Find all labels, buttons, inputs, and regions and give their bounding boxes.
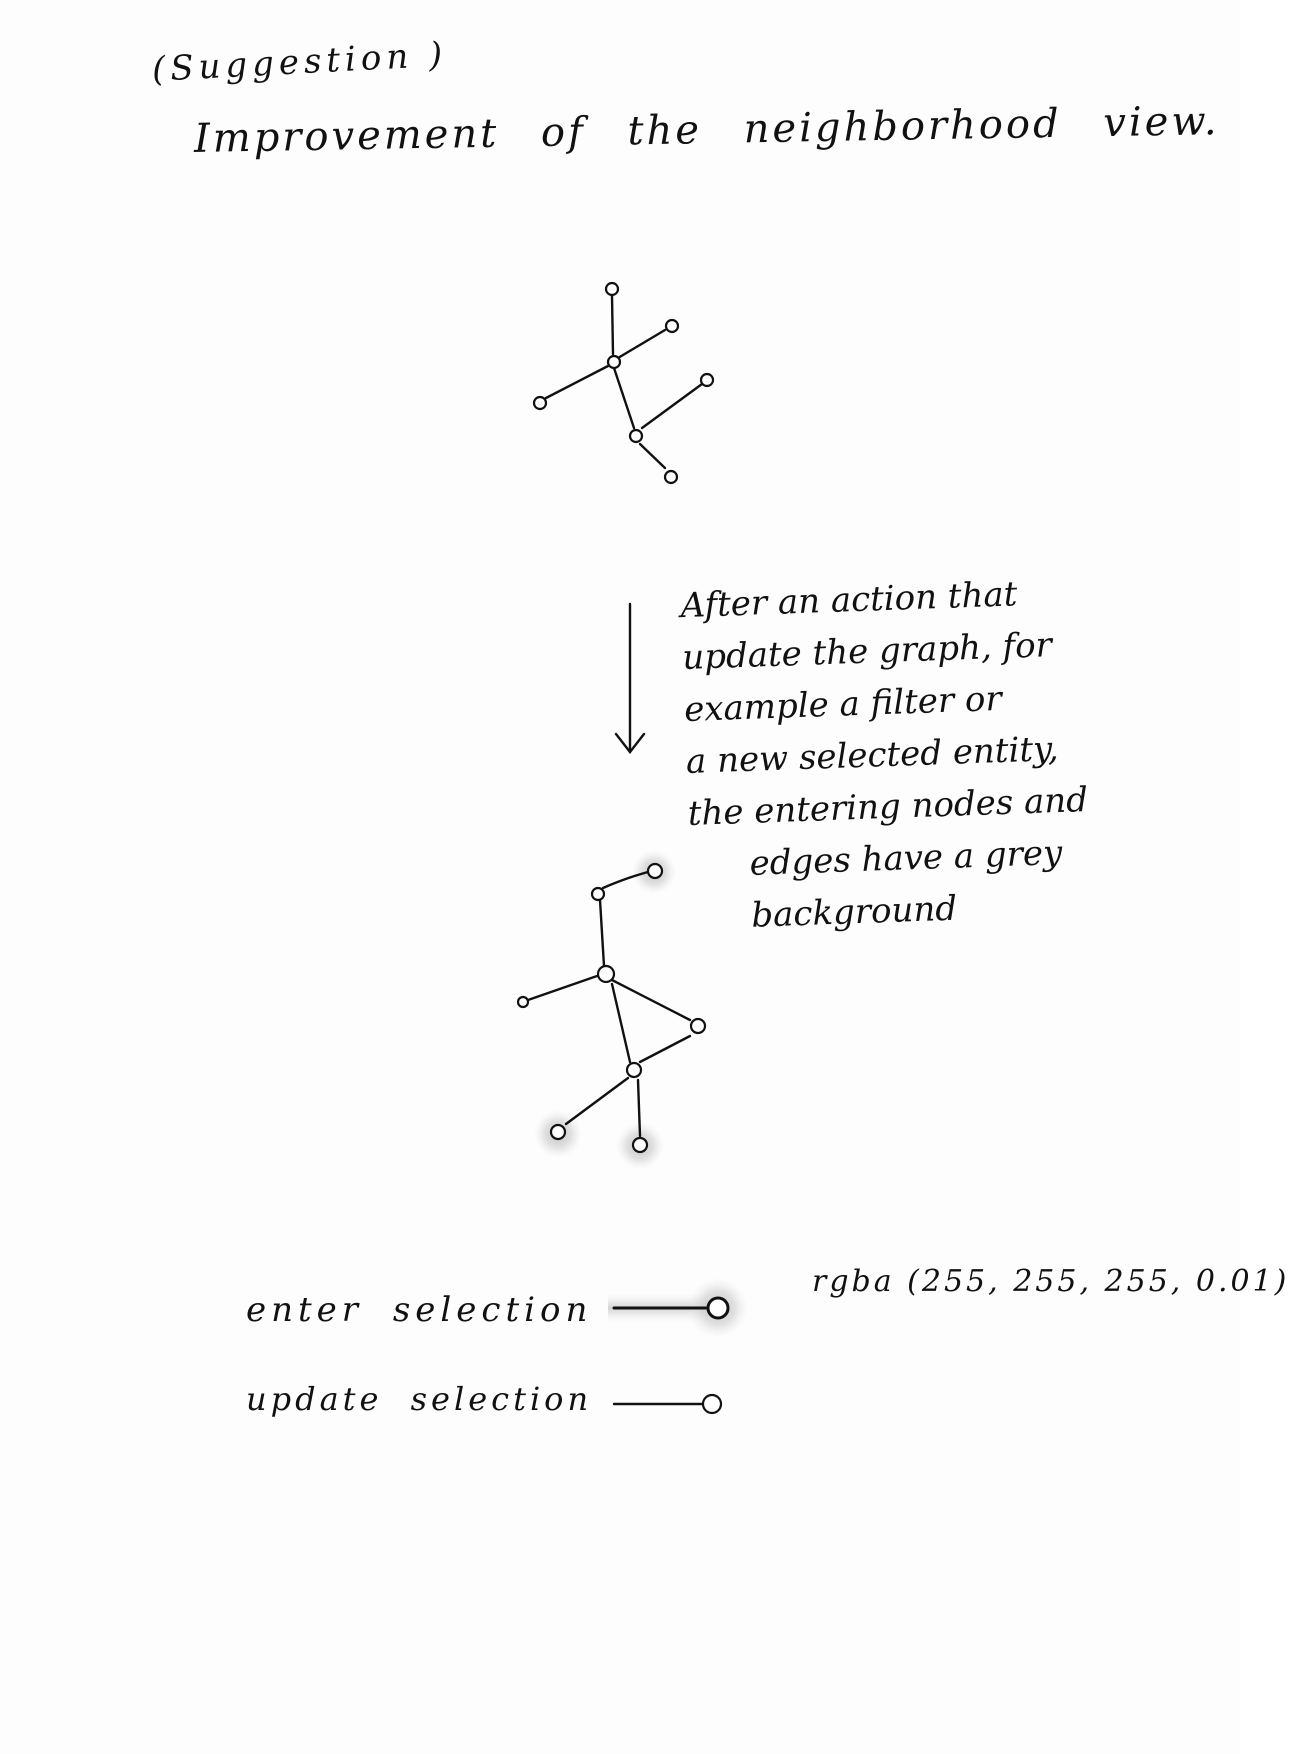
- update-selection-sample: [612, 1393, 723, 1415]
- graph-node: [663, 469, 679, 485]
- edge: [638, 1034, 692, 1064]
- graph-node-entering: [631, 1136, 649, 1154]
- edge: [640, 382, 704, 430]
- edge: [544, 364, 610, 400]
- enter-color-label: rgba (255, 255, 255, 0.01): [812, 1264, 1289, 1299]
- graph-node-entering: [646, 862, 664, 880]
- edge: [610, 978, 692, 1022]
- edge: [612, 366, 636, 430]
- graph-node: [689, 1017, 707, 1035]
- graph-node-entering: [549, 1123, 567, 1141]
- graph-node: [606, 354, 622, 370]
- edge: [638, 442, 667, 470]
- graph-node: [532, 395, 548, 411]
- graph-node: [664, 318, 680, 334]
- annotation-note: After an action that update the graph, f…: [680, 565, 1132, 944]
- graph-node: [625, 1061, 643, 1079]
- edge: [636, 1078, 642, 1138]
- graph-node: [516, 995, 530, 1009]
- edge: [616, 328, 667, 360]
- graph-after: [516, 850, 707, 1170]
- graph-node: [590, 886, 606, 902]
- edge: [526, 974, 599, 1002]
- edge: [598, 898, 606, 968]
- sketch-page: (Suggestion ) Improvement of the neighbo…: [150, 34, 1287, 1418]
- edge: [601, 870, 650, 890]
- graph-node: [604, 281, 620, 297]
- graph-before: [532, 281, 715, 485]
- graph-node: [596, 964, 616, 984]
- graph-node: [628, 428, 644, 444]
- enter-selection-sample: [608, 1278, 748, 1338]
- edge: [610, 294, 615, 356]
- update-selection-label: update selection: [246, 1380, 593, 1418]
- down-arrow-icon: [614, 602, 646, 754]
- graph-sketch: [516, 281, 748, 1415]
- edge: [610, 982, 632, 1064]
- graph-node: [699, 372, 715, 388]
- edge: [564, 1076, 630, 1126]
- enter-selection-label: enter selection: [246, 1290, 593, 1330]
